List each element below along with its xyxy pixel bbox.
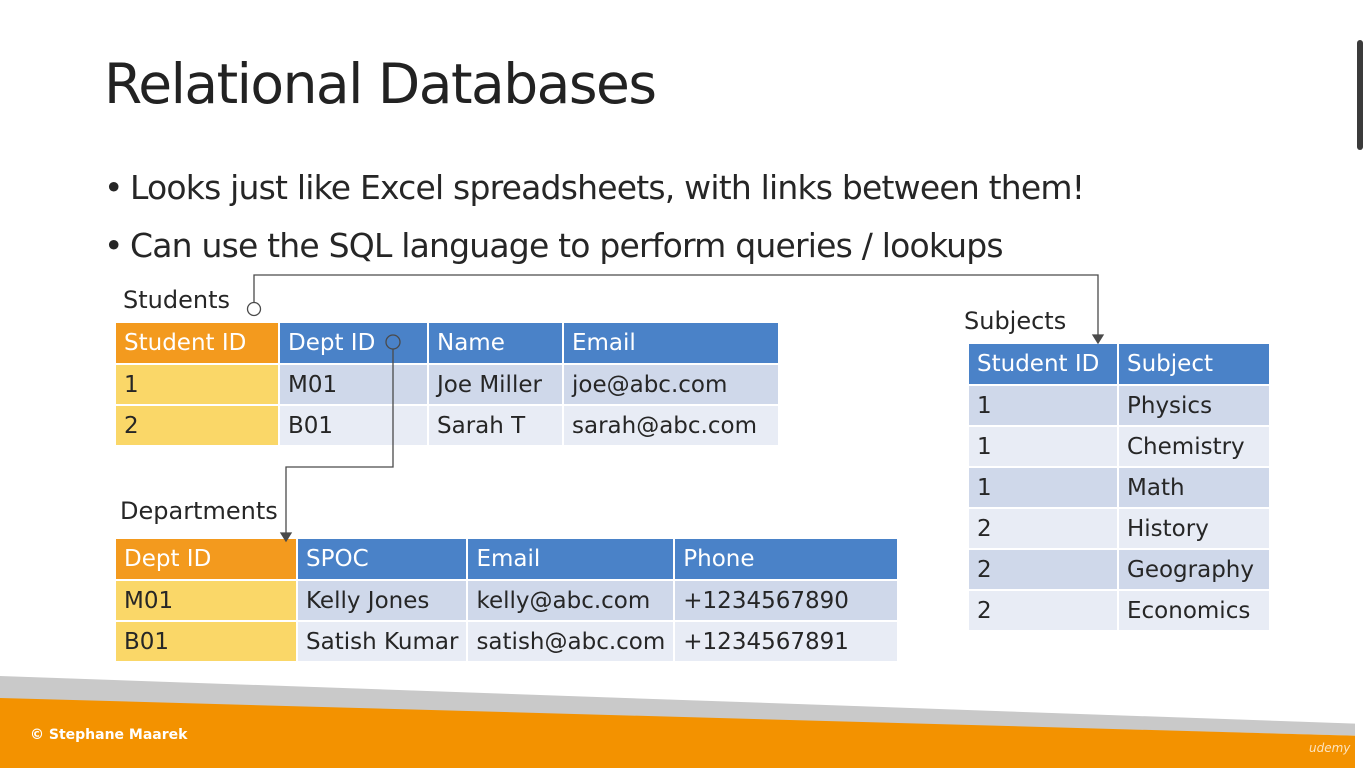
table-cell: History <box>1119 509 1269 550</box>
table-cell: Geography <box>1119 550 1269 591</box>
arrow-head-icon <box>1091 334 1105 345</box>
table-cell: B01 <box>116 622 296 663</box>
table-row: 1 M01 Joe Miller joe@abc.com <box>116 365 778 406</box>
table-row: M01 Kelly Jones kelly@abc.com +123456789… <box>116 581 898 622</box>
table-header-cell: Phone <box>675 539 898 581</box>
table-cell: satish@abc.com <box>468 622 674 663</box>
table-row: 1 Math <box>969 468 1269 509</box>
table-cell: Economics <box>1119 591 1269 632</box>
bullet-text: Can use the SQL language to perform quer… <box>130 226 1004 265</box>
table-cell: Sarah T <box>429 406 562 447</box>
departments-table: Dept ID SPOC Email Phone M01 Kelly Jones… <box>114 539 899 663</box>
table-header-cell: Subject <box>1119 344 1269 386</box>
table-row: B01 Satish Kumar satish@abc.com +1234567… <box>116 622 898 663</box>
table-header-row: Dept ID SPOC Email Phone <box>116 539 898 581</box>
table-row: 1 Physics <box>969 386 1269 427</box>
students-to-subjects-connector <box>253 274 1099 337</box>
table-header-cell: Student ID <box>116 323 278 365</box>
bullet-dot: • <box>104 226 123 265</box>
subjects-table-label: Subjects <box>964 307 1067 335</box>
table-cell: +1234567891 <box>675 622 898 663</box>
table-cell: Chemistry <box>1119 427 1269 468</box>
footer-orange-band <box>0 698 1366 768</box>
table-cell: 1 <box>969 427 1117 468</box>
connector-origin-circle <box>246 301 262 317</box>
table-header-cell: Email <box>468 539 674 581</box>
relationship-connectors <box>246 274 1105 543</box>
bullet-text: Looks just like Excel spreadsheets, with… <box>130 168 1085 207</box>
table-cell: Satish Kumar <box>298 622 467 663</box>
table-cell: 1 <box>116 365 278 406</box>
table-header-cell: Name <box>429 323 562 365</box>
table-header-row: Student ID Dept ID Name Email <box>116 323 778 365</box>
table-header-cell: Student ID <box>969 344 1117 386</box>
table-cell: 1 <box>969 386 1117 427</box>
table-cell: 2 <box>969 550 1117 591</box>
table-cell: 1 <box>969 468 1117 509</box>
departments-table-label: Departments <box>120 497 278 525</box>
copyright-text: © Stephane Maarek <box>30 727 188 743</box>
scrollbar-thumb[interactable] <box>1357 40 1363 150</box>
arrow-head-icon <box>279 532 293 543</box>
table-cell: Physics <box>1119 386 1269 427</box>
table-row: 1 Chemistry <box>969 427 1269 468</box>
table-cell: M01 <box>280 365 427 406</box>
table-row: 2 Economics <box>969 591 1269 632</box>
students-to-departments-connector <box>285 349 394 535</box>
table-cell: sarah@abc.com <box>564 406 778 447</box>
table-cell: B01 <box>280 406 427 447</box>
table-cell: Math <box>1119 468 1269 509</box>
table-cell: Joe Miller <box>429 365 562 406</box>
vertical-scrollbar[interactable] <box>1355 0 1366 768</box>
table-cell: 2 <box>969 509 1117 550</box>
table-header-cell: Email <box>564 323 778 365</box>
connector-origin-circle <box>385 334 401 350</box>
subjects-table: Student ID Subject 1 Physics 1 Chemistry… <box>967 344 1271 632</box>
table-cell: joe@abc.com <box>564 365 778 406</box>
bullet-dot: • <box>104 168 123 207</box>
students-table-label: Students <box>123 286 230 314</box>
table-cell: 2 <box>969 591 1117 632</box>
footer-gray-band <box>0 676 1366 736</box>
bullet-item: •Can use the SQL language to perform que… <box>104 221 1084 279</box>
table-cell: kelly@abc.com <box>468 581 674 622</box>
table-header-cell: SPOC <box>298 539 467 581</box>
table-header-cell: Dept ID <box>280 323 427 365</box>
table-cell: 2 <box>116 406 278 447</box>
udemy-watermark: udemy <box>1309 741 1351 755</box>
table-row: 2 History <box>969 509 1269 550</box>
students-table: Student ID Dept ID Name Email 1 M01 Joe … <box>114 323 780 447</box>
table-cell: +1234567890 <box>675 581 898 622</box>
table-row: 2 Geography <box>969 550 1269 591</box>
table-row: 2 B01 Sarah T sarah@abc.com <box>116 406 778 447</box>
slide-title: Relational Databases <box>104 52 657 116</box>
table-cell: Kelly Jones <box>298 581 467 622</box>
table-header-cell: Dept ID <box>116 539 296 581</box>
table-header-row: Student ID Subject <box>969 344 1269 386</box>
bullet-item: •Looks just like Excel spreadsheets, wit… <box>104 163 1085 221</box>
bullet-list: •Looks just like Excel spreadsheets, wit… <box>104 163 1085 279</box>
table-cell: M01 <box>116 581 296 622</box>
